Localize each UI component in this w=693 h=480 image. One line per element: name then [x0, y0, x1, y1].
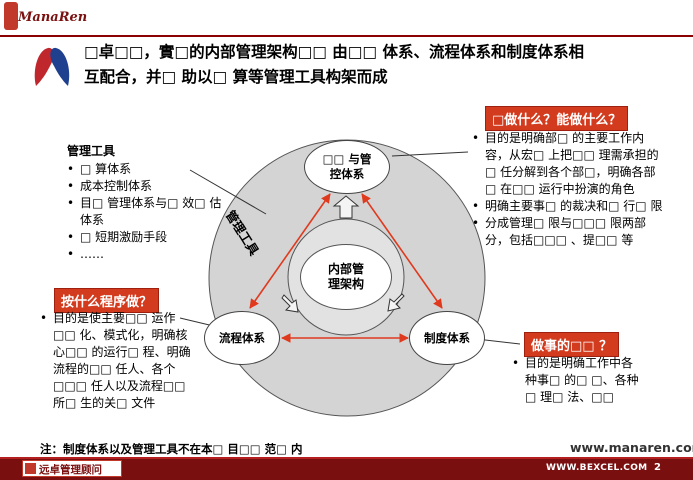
core-line-2: 理架构 [327, 277, 364, 291]
banner-how: 按什么程序做？ [54, 288, 160, 313]
list-item: □ 算体系 [67, 161, 227, 178]
node-management-control: □□ 与管 控体系 [304, 140, 390, 194]
footnote: 注：制度体系以及管理工具不在本□ 目□□ 范□ 内 [40, 442, 303, 456]
footer-logo-mark-icon [25, 463, 36, 474]
list-item: □ 短期激励手段 [67, 229, 227, 246]
tools-heading: 管理工具 [67, 144, 116, 158]
node-mgmt-line-2: 控体系 [329, 167, 365, 181]
logo-seal-icon [4, 2, 18, 30]
how-list: 目的是使主要□□ 运作□□ 化、模式化，明确核心□□ 的运行□ 程、明确流程的□… [40, 310, 198, 412]
website-link[interactable]: www.manaren.com [570, 440, 693, 455]
page-number: 2 [654, 462, 661, 473]
node-process-system: 流程体系 [204, 311, 280, 365]
title-line-1: □卓□□，實□的内部管理架构□□ 由□□ 体系、流程体系和制度体系相 [84, 43, 584, 61]
node-mgmt-line-1: □□ 与管 [322, 152, 372, 166]
block-arrow-right-icon [387, 293, 405, 312]
list-item: 目的是明确工作中各种事□ 的□ □、各种□ 理□ 法、□□ [512, 355, 644, 406]
list-item: …… [67, 246, 227, 263]
block-arrow-left-icon [281, 294, 299, 313]
manaren-logo: ManaRen [4, 2, 88, 32]
banner-what: □做什么？能做什么？ [485, 106, 629, 131]
footer-logo-text: 远卓管理顾问 [39, 464, 102, 476]
footer-bar: 远卓管理顾问 WWW.BEXCEL.COM 2 [0, 457, 693, 480]
footer-rule [0, 457, 693, 459]
node-rules-system: 制度体系 [409, 311, 485, 365]
do-list: 目的是明确工作中各种事□ 的□ □、各种□ 理□ 法、□□ [512, 355, 644, 406]
block-arrow-up-icon [332, 195, 360, 219]
node-internal-architecture: 内部管 理架构 [300, 244, 392, 310]
list-item: 分成管理□ 限与□□□ 限两部分，包括□□□ 、提□□ 等 [472, 215, 664, 249]
page-title: □卓□□，實□的内部管理架构□□ 由□□ 体系、流程体系和制度体系相 互配合，并… [84, 40, 684, 90]
list-item: 目□ 管理体系与□ 效□ 估体系 [67, 195, 227, 229]
connector-what [391, 151, 469, 157]
banner-do: 做事的□□ ？ [524, 332, 620, 357]
header-rule [0, 35, 693, 37]
core-line-1: 内部管 [327, 262, 364, 276]
what-list: 目的是明确部□ 的主要工作内容，从宏□ 上把□□ 理需承担的□ 任分解到各个部□… [472, 130, 664, 249]
list-item: 成本控制体系 [67, 178, 227, 195]
ring-label-tools: 管理工具 [222, 207, 262, 258]
management-tools-list: 管理工具 □ 算体系 成本控制体系 目□ 管理体系与□ 效□ 估体系 □ 短期激… [67, 143, 227, 263]
list-item: 目的是使主要□□ 运作□□ 化、模式化，明确核心□□ 的运行□ 程、明确流程的□… [40, 310, 198, 412]
title-line-2: 互配合，并□ 助以□ 算等管理工具构架而成 [84, 68, 388, 86]
ribbon-emblem-icon [34, 47, 70, 86]
list-item: 明确主要事□ 的裁决和□ 行□ 限 [472, 198, 664, 215]
footer-url[interactable]: WWW.BEXCEL.COM [546, 463, 648, 473]
footer-logo: 远卓管理顾问 [22, 460, 122, 477]
logo-brand-text: ManaRen [18, 10, 88, 25]
list-item: 目的是明确部□ 的主要工作内容，从宏□ 上把□□ 理需承担的□ 任分解到各个部□… [472, 130, 664, 198]
